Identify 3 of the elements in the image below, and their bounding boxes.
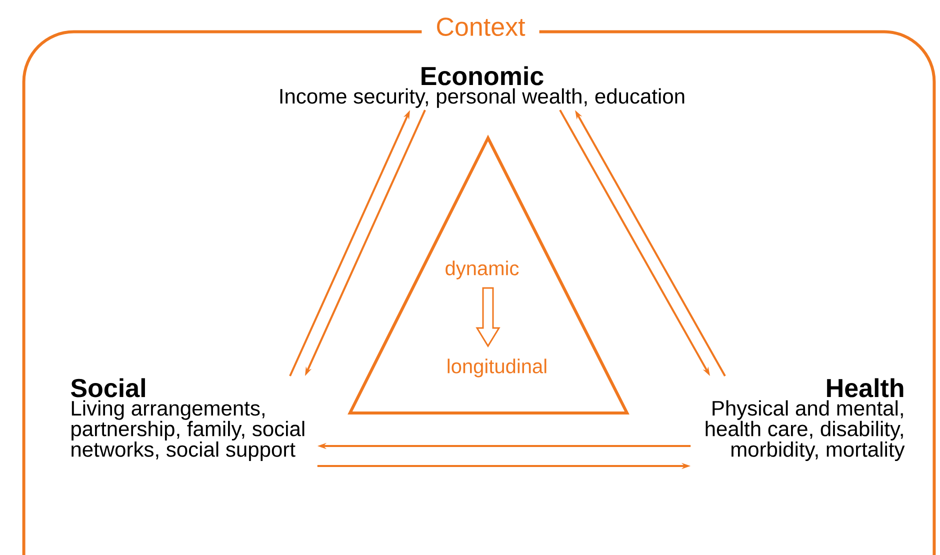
domain-label: Social Living arrangements, partnership, family, social networks, social support — [70, 378, 304, 462]
domain-label: Economic Income security, personal wealth, education — [280, 66, 684, 108]
domain-label: Health Physical and mental, health care, disability, morbidity, mortality — [706, 378, 905, 462]
